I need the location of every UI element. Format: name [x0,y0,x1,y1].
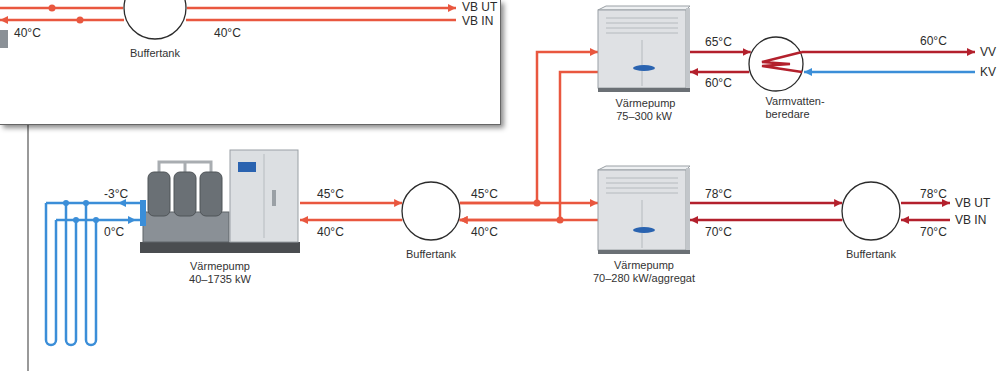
hot-water-pipe [802,51,975,54]
flow-arrow [128,216,136,224]
node-label: Buffertank [130,47,180,60]
heat-pump: Värmepump 70–280 kW/aggregat [598,166,690,254]
pipe-label: KV [980,65,996,79]
node-label: Värmepump 75–300 kW [616,97,673,123]
node-label: Varmvatten- beredare [766,95,787,121]
node-label: Värmepump 40–1735 kW [189,260,252,286]
temperature-label: 40°C [316,225,345,239]
heat-pump-large [140,150,300,253]
heat-pump-cabinet [598,6,690,92]
panel-border [27,124,29,371]
temperature-label: 45°C [316,187,345,201]
temperature-label: 40°C [214,26,241,40]
circle-outline [401,181,461,241]
heat-pump: Värmepump 40–1735 kW [140,150,300,255]
temperature-label: -3°C [104,187,128,201]
pipe-connector [460,219,598,222]
caption-holder: Värmepump 70–280 kW/aggregat [398,259,890,286]
heat-pump-cabinet [598,166,690,254]
pipe-label: VB IN [462,14,493,28]
pipe-connector [690,71,749,74]
pipe-junction [534,200,541,207]
temperature-label: 70°C [920,225,947,239]
ground-loop-joints [63,199,136,224]
caption-holder: Buffertank [201,244,661,262]
temperature-label: 40°C [470,225,499,239]
tank-circle: Buffertank [123,0,187,40]
temperature-label: 65°C [704,35,733,49]
inset-pipes [0,0,500,124]
caption-holder: Buffertank [0,43,387,61]
pipe-connector [690,219,842,222]
temperature-label: 70°C [704,225,733,239]
pipe-connector [460,202,598,205]
caption-holder: Värmepump 40–1735 kW [0,260,500,287]
cold-water-pipe [804,71,975,74]
pipe-connector [300,202,402,205]
temperature-label: 78°C [920,187,947,201]
pipe-connector [690,51,751,54]
node-label: Buffertank [846,248,896,261]
tank-circle: Varmvatten- beredare [748,36,804,92]
temperature-label: 45°C [470,187,499,201]
pipe-label: VV [980,45,996,59]
pipe-connector [690,202,842,205]
pipe-label: VB UT [462,0,497,14]
caption-holder: Värmepump 75–300 kW [398,97,890,124]
temperature-label: 78°C [704,187,733,201]
node-label: Värmepump 70–280 kW/aggregat [592,259,696,285]
inset-panel: Buffertank 40°C 40°C VB UTVB IN [0,0,501,125]
heat-pump: Värmepump 75–300 kW [598,6,690,92]
tank-circle: Buffertank [401,181,461,241]
caption-holder: Buffertank [641,244,1001,262]
temperature-label: 60°C [920,34,947,48]
heating-supply-pipe [901,202,950,205]
pipe-junction [557,217,564,224]
pipe-label: VB UT [955,196,990,210]
pipe-label: VB IN [955,213,986,227]
ground-loop [46,203,140,345]
cropped-device [0,30,8,48]
temperature-label: 0°C [104,225,124,239]
node-label: Buffertank [406,248,456,261]
pipe-connector [300,219,402,222]
circle-outline [123,0,187,40]
circle-outline [841,181,901,241]
heat-exchanger-coil [762,52,802,72]
heating-return-pipe [901,219,950,222]
circle-outline [748,36,804,92]
tank-circle: Buffertank [841,181,901,241]
temperature-label: 60°C [704,76,733,90]
temperature-label: 40°C [14,26,41,40]
